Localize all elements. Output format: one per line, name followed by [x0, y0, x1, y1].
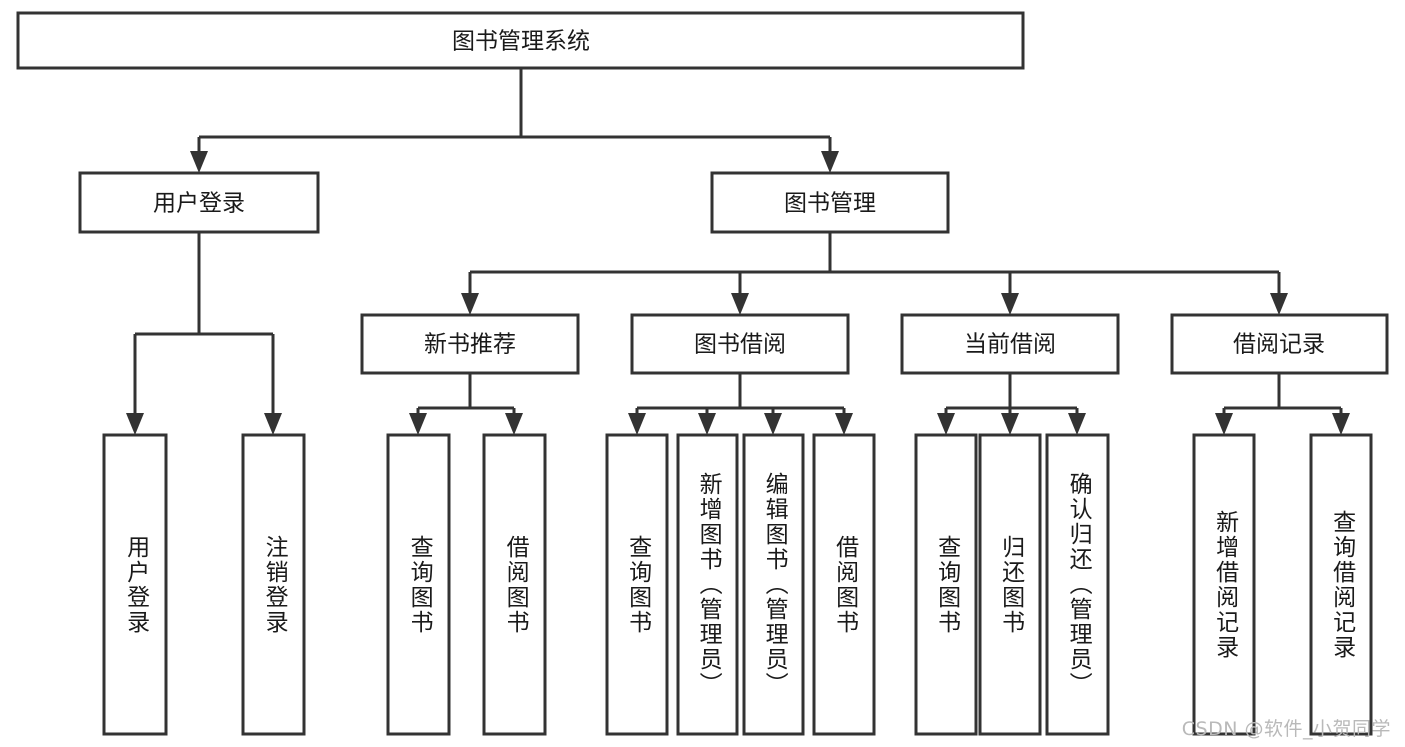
leafbox-query-book-1[interactable]: [386, 433, 451, 736]
arrow-borrowrecord-leaf0: [1215, 413, 1233, 435]
leafbox-borrow-book-2[interactable]: [812, 433, 876, 736]
arrow-bookborrow-leaf0: [628, 413, 646, 435]
node-root-label: 图书管理系统: [452, 29, 590, 55]
arrow-bookborrow-leaf2: [764, 413, 782, 435]
arrow-to-book-manage: [821, 151, 839, 173]
arrow-borrowrecord-leaf1: [1332, 413, 1350, 435]
node-new-book-recommend-label: 新书推荐: [424, 332, 516, 358]
arrow-to-newbook: [461, 293, 479, 315]
node-user-login[interactable]: [78, 171, 320, 234]
arrow-bookborrow-leaf3: [835, 413, 853, 435]
edges-layer: [126, 68, 1350, 435]
leafbox-query-book-2[interactable]: [605, 433, 669, 736]
arrow-to-borrowrecord: [1270, 293, 1288, 315]
node-root[interactable]: [16, 11, 1025, 70]
nodes-layer: 图书管理系统 用户登录 图书管理 新书推荐 图书借阅 当前借阅 借阅记录: [16, 11, 1389, 736]
arrow-currentborrow-leaf0: [937, 413, 955, 435]
csdn-watermark: CSDN @软件_小贺同学: [1181, 718, 1391, 740]
node-current-borrow[interactable]: [900, 313, 1120, 375]
node-book-manage-label: 图书管理: [784, 191, 876, 217]
leafbox-add-book[interactable]: [676, 433, 739, 736]
leafbox-confirm-return[interactable]: [1045, 433, 1110, 736]
arrow-newbook-leaf1: [505, 413, 523, 435]
node-book-borrow[interactable]: [630, 313, 850, 375]
node-borrow-record-label: 借阅记录: [1233, 332, 1325, 358]
leafbox-return-book[interactable]: [978, 433, 1042, 736]
node-new-book-recommend[interactable]: [360, 313, 580, 375]
leafbox-user-login[interactable]: [102, 433, 168, 736]
arrow-to-user-login: [190, 151, 208, 173]
node-book-borrow-label: 图书借阅: [694, 332, 786, 358]
arrow-newbook-leaf0: [409, 413, 427, 435]
node-current-borrow-label: 当前借阅: [964, 332, 1056, 358]
node-borrow-record[interactable]: [1170, 313, 1389, 375]
node-user-login-label: 用户登录: [153, 191, 245, 217]
arrow-bookborrow-leaf1: [698, 413, 716, 435]
arrow-to-currentborrow: [1001, 293, 1019, 315]
arrow-currentborrow-leaf1: [1001, 413, 1019, 435]
arrow-userlogin-leaf1: [264, 413, 282, 435]
arrow-userlogin-leaf0: [126, 413, 144, 435]
arrow-to-bookborrow: [731, 293, 749, 315]
arrow-currentborrow-leaf2: [1068, 413, 1086, 435]
leafbox-logout[interactable]: [241, 433, 306, 736]
node-book-manage[interactable]: [710, 171, 950, 234]
leafbox-edit-book[interactable]: [742, 433, 805, 736]
leafbox-borrow-book-1[interactable]: [482, 433, 547, 736]
leafbox-add-record[interactable]: [1192, 433, 1256, 736]
leafbox-query-record[interactable]: [1309, 433, 1373, 736]
leafbox-query-book-3[interactable]: [914, 433, 978, 736]
